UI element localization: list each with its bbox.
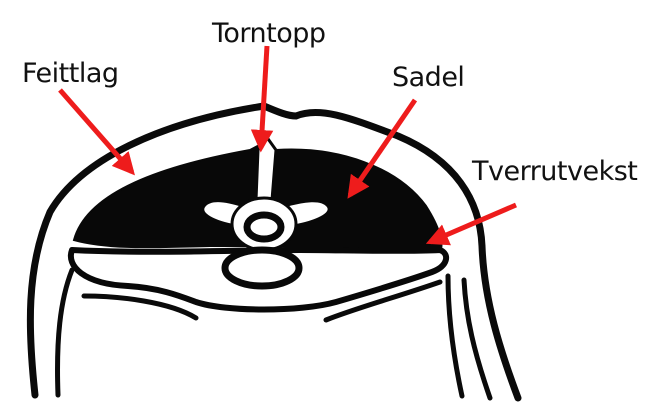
- left-underside-curve: [84, 296, 196, 318]
- label-fat-layer: Feittlag: [22, 58, 119, 89]
- left-flank-inner-line: [58, 270, 72, 395]
- arrow-spinous-process: [261, 46, 267, 148]
- right-flank-inner-line: [448, 276, 462, 396]
- spinal-canal: [247, 215, 281, 239]
- label-spinous-process: Torntopp: [211, 18, 326, 49]
- arrow-fat-layer: [60, 90, 132, 172]
- label-saddle: Sadel: [392, 62, 464, 93]
- vertebral-body: [225, 250, 299, 286]
- label-transverse-process: Tverrutvekst: [471, 156, 637, 187]
